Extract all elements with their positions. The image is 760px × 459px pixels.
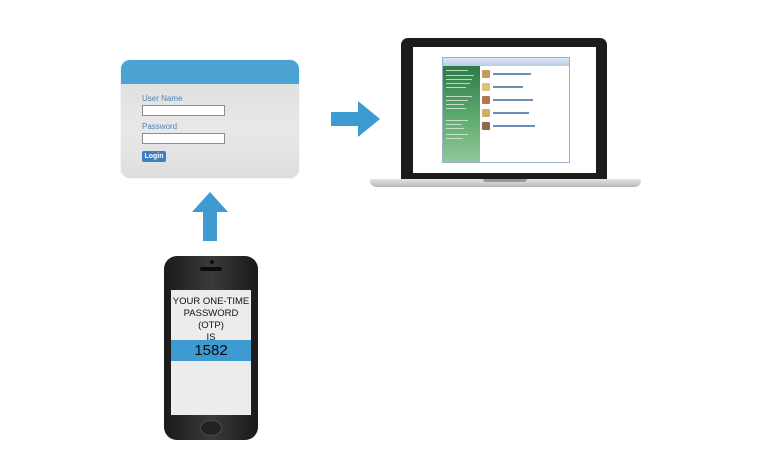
login-button[interactable]: Login xyxy=(142,151,166,162)
username-input[interactable] xyxy=(142,105,225,116)
laptop-base xyxy=(370,179,641,187)
phone-speaker xyxy=(200,267,222,271)
username-label: User Name xyxy=(142,94,183,103)
otp-message-line2: PASSWORD (OTP) xyxy=(183,308,239,331)
arrow-up-icon xyxy=(192,192,228,241)
otp-message-line1: YOUR ONE-TIME xyxy=(172,296,250,307)
phone-home-button xyxy=(200,420,222,436)
phone-camera xyxy=(210,260,214,264)
password-label: Password xyxy=(142,122,178,131)
window-titlebar xyxy=(443,58,569,66)
laptop-notch xyxy=(483,179,527,182)
login-form-card: User Name Password Login xyxy=(121,60,299,178)
window-sidebar xyxy=(443,66,480,162)
arrow-right-icon xyxy=(331,101,380,137)
otp-code: 1582 xyxy=(194,342,228,359)
window-content xyxy=(480,66,569,162)
otp-message-line3: IS xyxy=(206,332,216,343)
otp-highlight-band xyxy=(171,340,251,361)
login-header-bar xyxy=(121,60,299,84)
password-input[interactable] xyxy=(142,133,225,144)
otp-message: YOUR ONE-TIME PASSWORD (OTP) IS xyxy=(171,296,251,344)
